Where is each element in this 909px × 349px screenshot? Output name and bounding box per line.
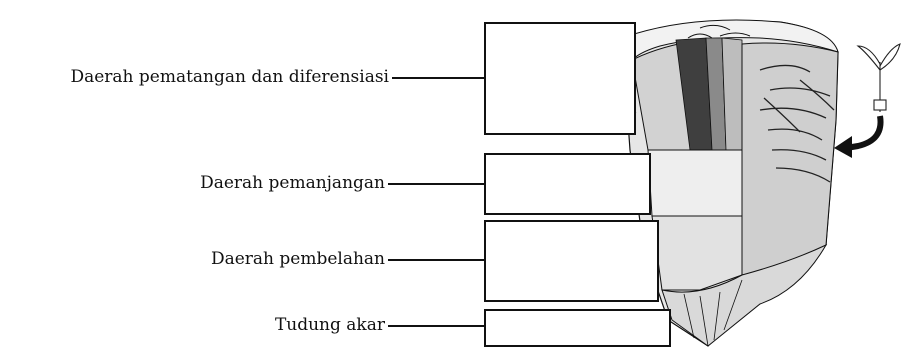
- division-zone: [651, 215, 743, 291]
- answer-box-division[interactable]: [484, 220, 659, 302]
- root-illustration: [599, 19, 839, 347]
- label-maturation: Daerah pematangan dan diferensiasi: [70, 67, 389, 87]
- root-cap-lines: [683, 279, 743, 347]
- label-division: Daerah pembelahan: [210, 249, 385, 269]
- label-root-cap: Tudung akar: [274, 315, 385, 335]
- curved-arrow-icon: [834, 115, 884, 158]
- cross-section-top: [621, 19, 839, 61]
- xylem-top: [687, 24, 751, 39]
- label-boxes: [484, 22, 671, 347]
- root-hairs-right: [759, 64, 835, 183]
- label-elongation: Daerah pemanjangan: [200, 173, 385, 193]
- root-cap: [661, 243, 828, 347]
- answer-box-elongation[interactable]: [484, 153, 651, 215]
- answer-box-maturation[interactable]: [484, 22, 636, 135]
- leader-lines: [388, 77, 485, 327]
- stele-inner: [721, 37, 743, 151]
- elongation-zone: [647, 149, 743, 217]
- answer-box-root-cap[interactable]: [484, 309, 671, 347]
- seedling-icon: [856, 43, 901, 112]
